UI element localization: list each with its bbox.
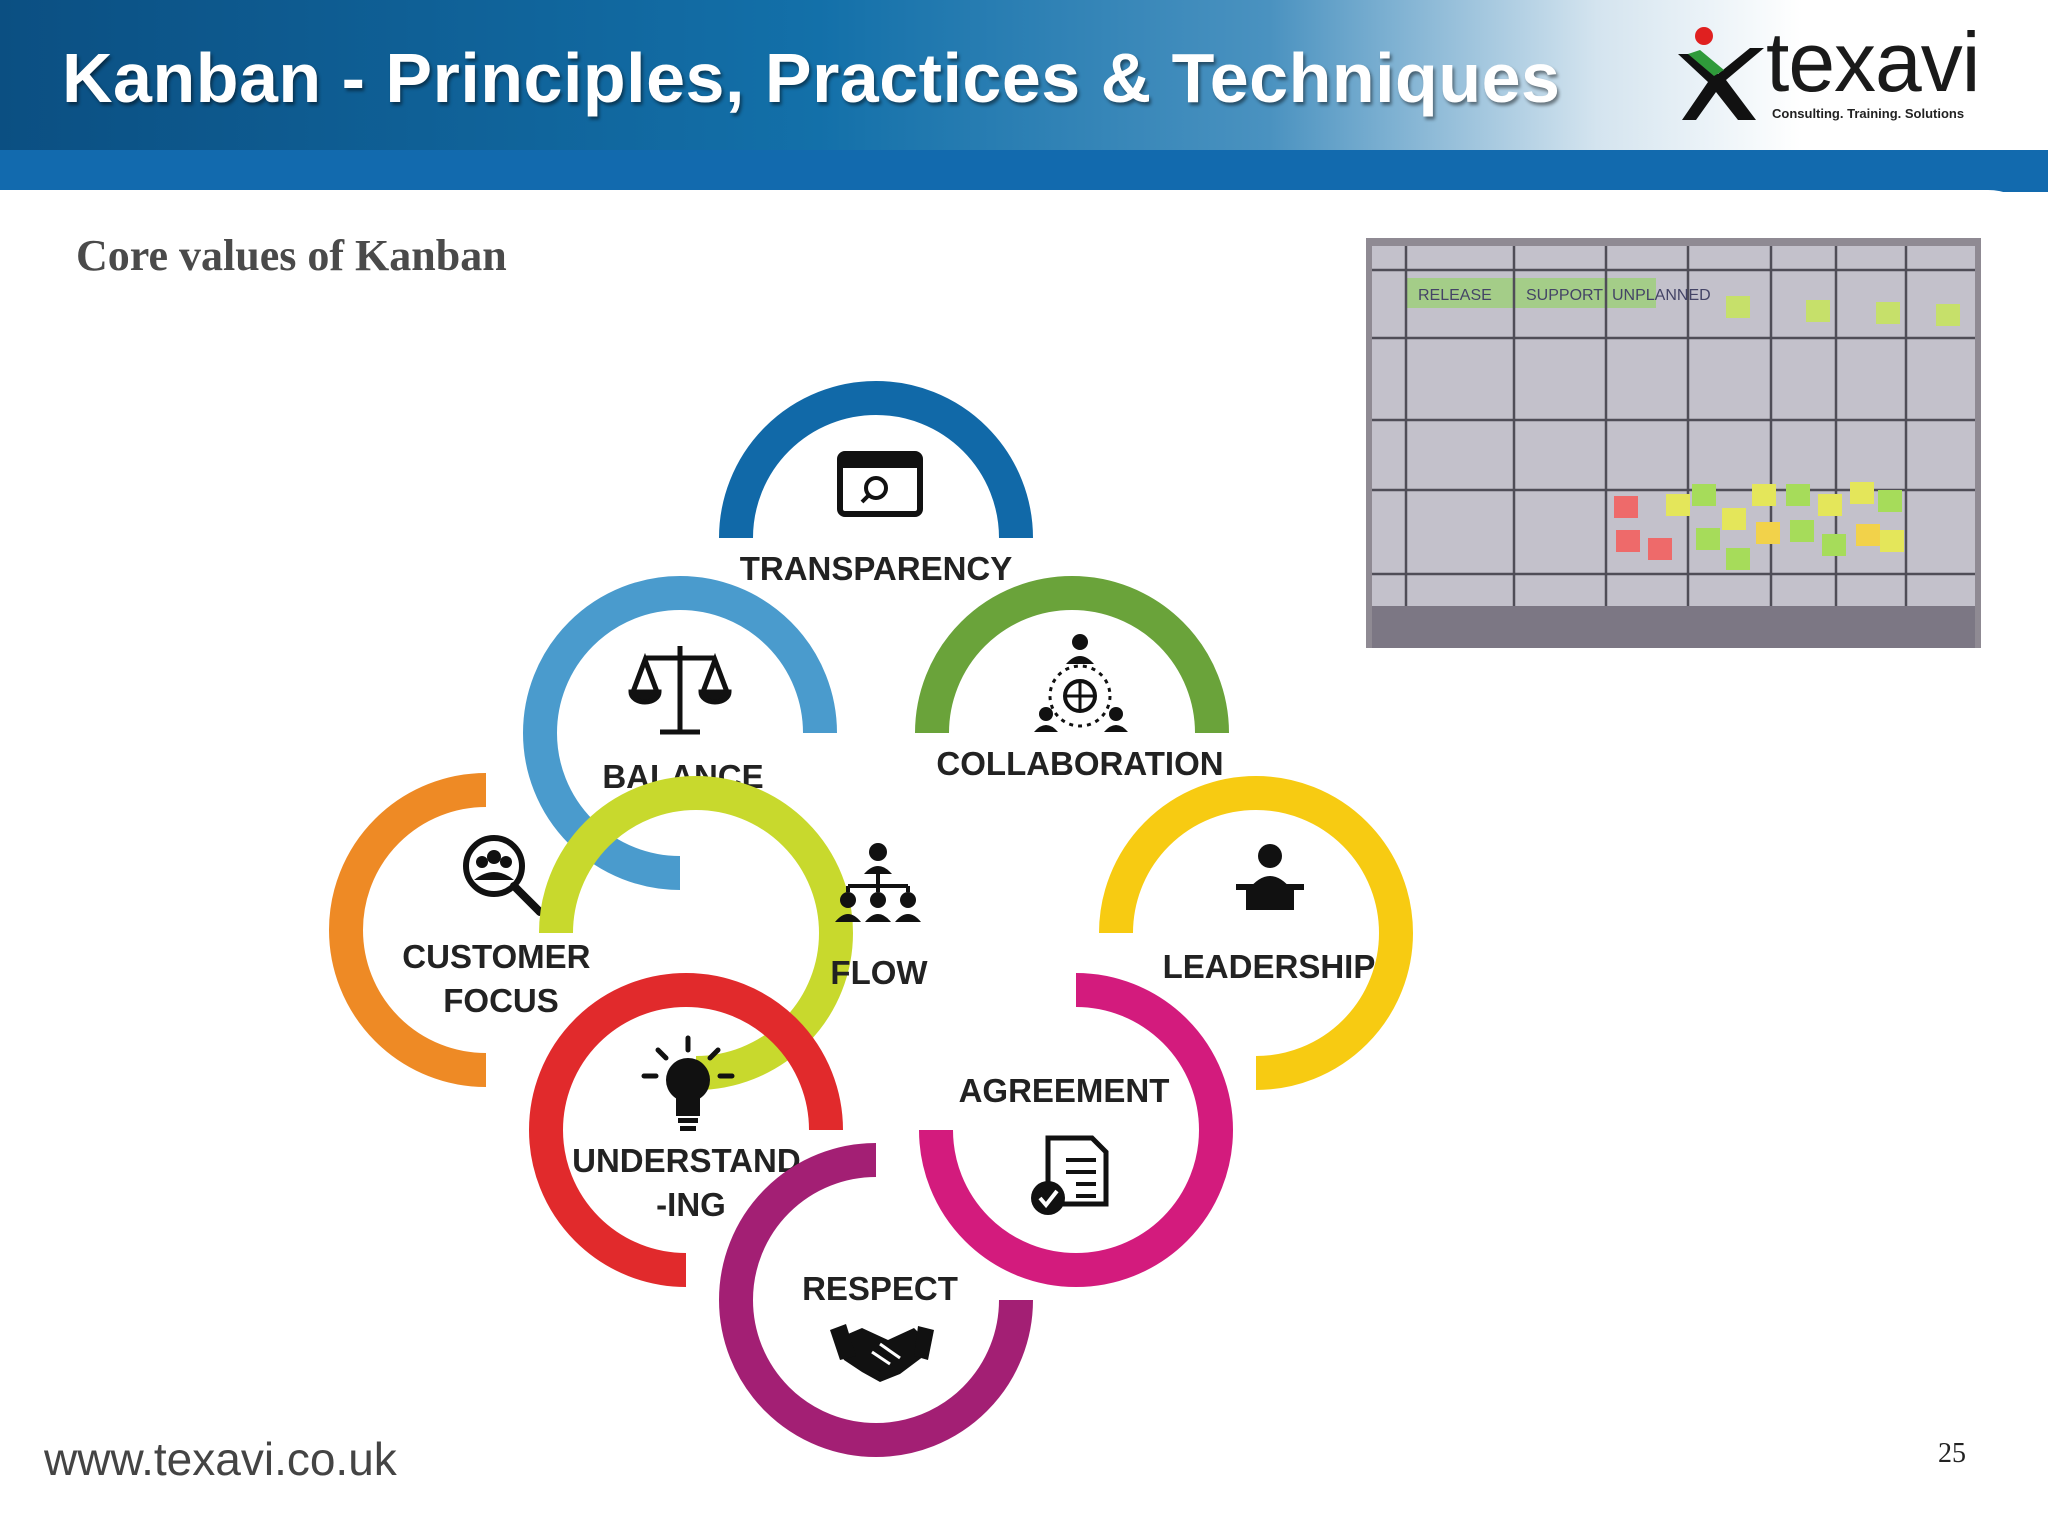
value-respect: RESPECT xyxy=(719,1143,1033,1457)
kanban-board-photo: RELEASE SUPPORT UNPLANNED xyxy=(1366,238,1981,648)
lightbulb-icon xyxy=(641,1035,735,1131)
footer-url[interactable]: www.texavi.co.uk xyxy=(44,1433,397,1485)
agreement-ring xyxy=(919,973,1233,1287)
board-label: RELEASE xyxy=(1418,287,1492,304)
collaboration-label: COLLABORATION xyxy=(936,745,1223,782)
agreement-label: AGREEMENT xyxy=(959,1072,1170,1109)
slide-subtitle: Core values of Kanban xyxy=(76,231,507,280)
core-values-diagram: TRANSPARENCY BALANCE CO xyxy=(329,381,1413,1457)
board-label: SUPPORT xyxy=(1526,287,1603,304)
handshake-icon xyxy=(830,1324,934,1382)
header-band xyxy=(0,150,2048,192)
scales-icon xyxy=(628,646,732,735)
org-chart-icon xyxy=(835,843,921,922)
value-collaboration: COLLABORATION xyxy=(915,576,1229,782)
value-leadership: LEADERSHIP xyxy=(1099,776,1413,1090)
customer-focus-label: CUSTOMER FOCUS xyxy=(402,938,599,1019)
respect-label: RESPECT xyxy=(802,1270,958,1307)
understanding-label: UNDERSTAND -ING xyxy=(572,1142,810,1223)
network-people-icon xyxy=(1034,634,1128,732)
customer-focus-ring xyxy=(329,773,487,1087)
value-customer-focus: CUSTOMER FOCUS xyxy=(329,773,599,1087)
browser-search-icon xyxy=(837,451,923,517)
logo-wordmark: texavi xyxy=(1766,15,1980,109)
flow-label: FLOW xyxy=(830,954,928,991)
signed-document-icon xyxy=(1031,1135,1109,1215)
logo-figure-icon xyxy=(1678,27,1764,120)
value-transparency: TRANSPARENCY xyxy=(719,381,1033,587)
respect-ring xyxy=(719,1143,1033,1457)
leadership-ring xyxy=(1099,776,1413,1090)
board-label: UNPLANNED xyxy=(1612,287,1711,304)
transparency-label: TRANSPARENCY xyxy=(740,550,1013,587)
value-understanding: UNDERSTAND -ING xyxy=(529,973,843,1287)
understanding-ring xyxy=(529,973,843,1287)
texavi-logo: texavi Consulting. Training. Solutions xyxy=(1670,15,1990,130)
speaker-podium-icon xyxy=(1236,844,1304,910)
logo-tagline: Consulting. Training. Solutions xyxy=(1772,106,1965,121)
slide-title: Kanban - Principles, Practices & Techniq… xyxy=(62,39,1561,117)
page-number: 25 xyxy=(1938,1438,1966,1469)
transparency-ring xyxy=(719,381,1033,539)
leadership-label: LEADERSHIP xyxy=(1163,948,1376,985)
collaboration-ring xyxy=(915,576,1229,734)
value-agreement: AGREEMENT xyxy=(919,973,1233,1287)
group-magnifier-icon xyxy=(463,835,544,916)
